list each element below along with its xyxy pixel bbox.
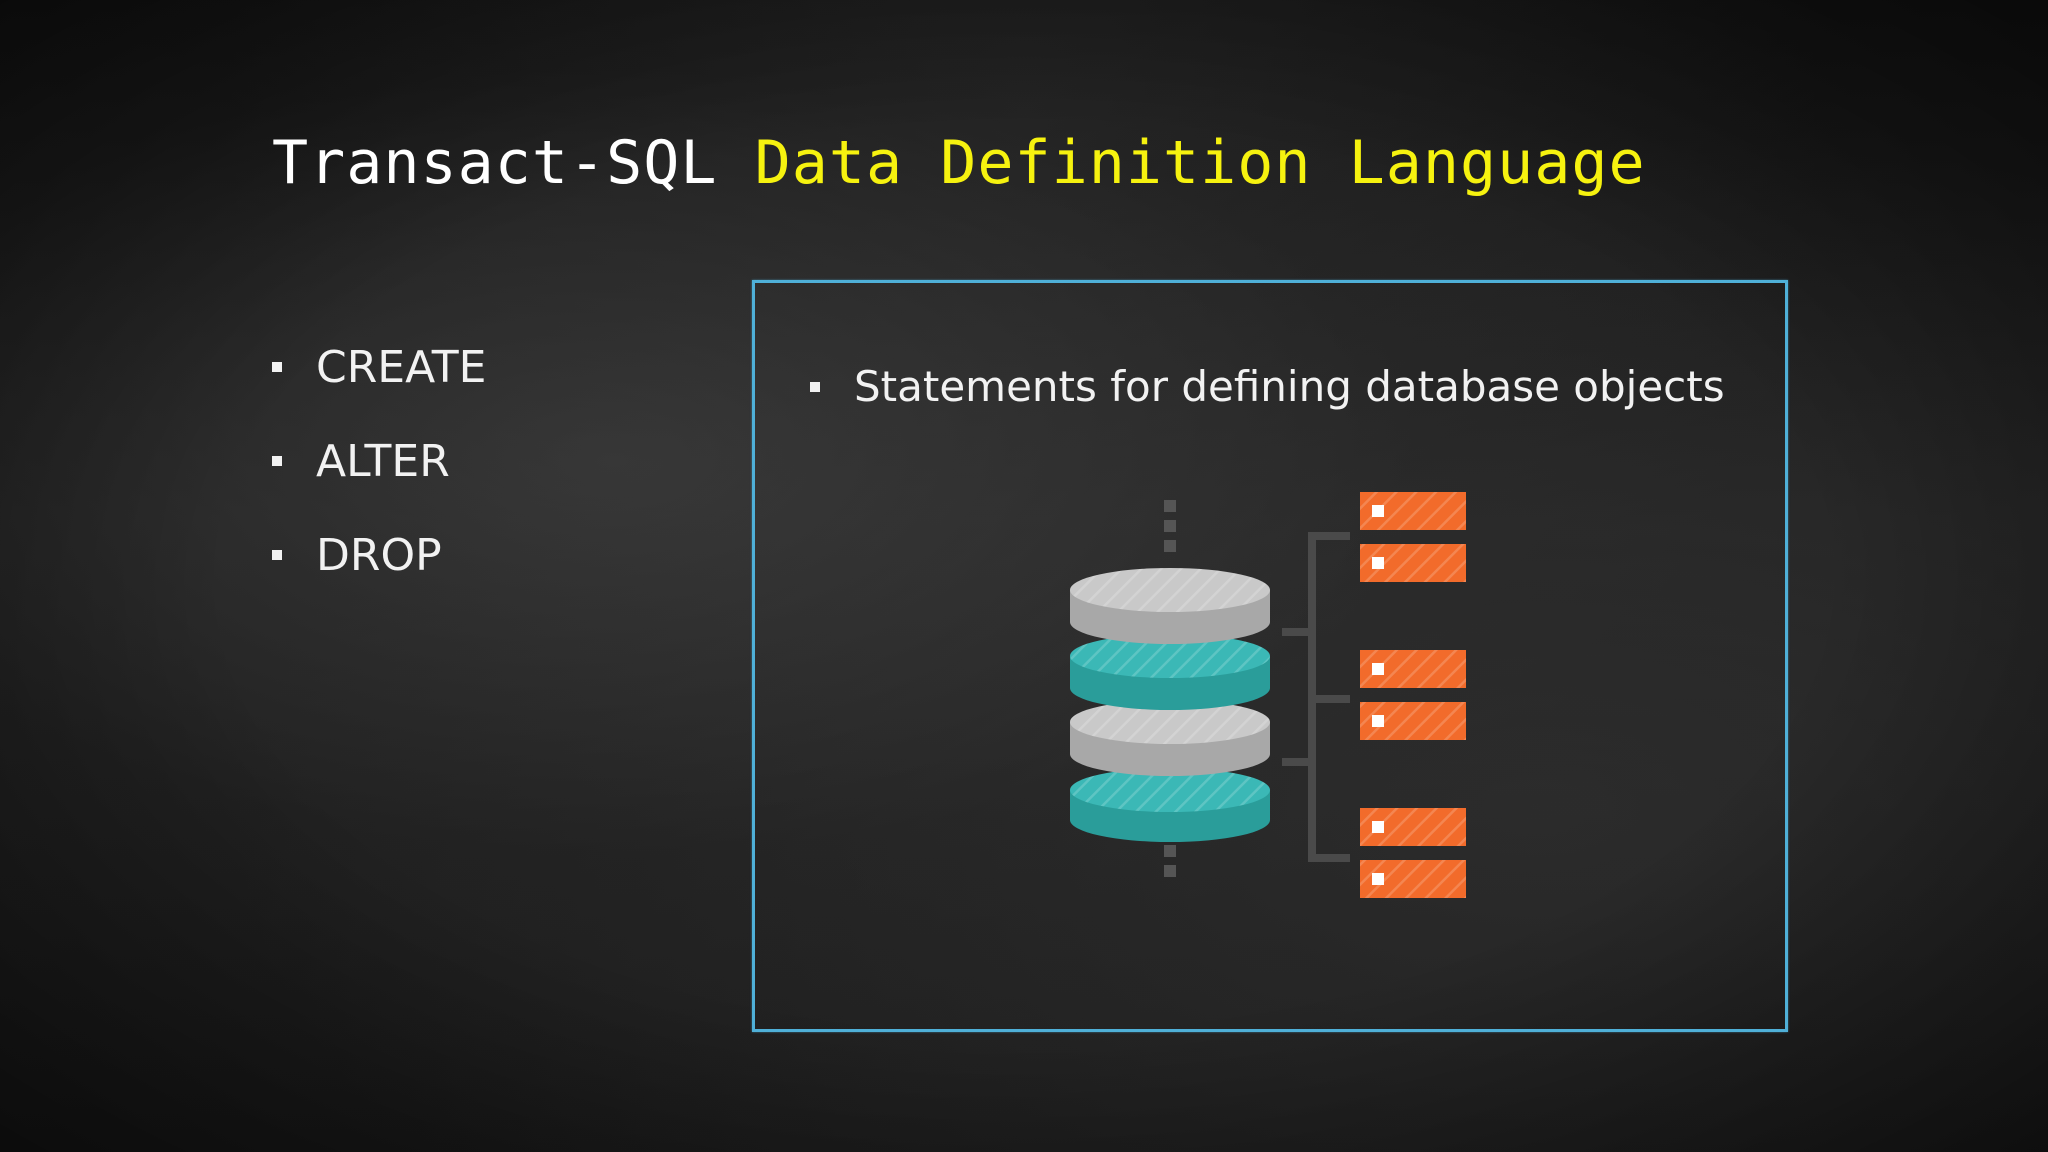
statement-list: CREATE ALTER DROP — [272, 320, 486, 602]
content-frame — [752, 280, 1788, 1032]
server-stack-2 — [1360, 650, 1466, 740]
list-item: ALTER — [272, 414, 486, 508]
bullet-icon — [272, 456, 282, 466]
server-stack-1 — [1360, 492, 1466, 582]
bullet-icon — [810, 381, 820, 392]
bullet-icon — [272, 362, 282, 372]
list-item: DROP — [272, 508, 486, 602]
bullet-icon — [272, 550, 282, 560]
frame-bullet: Statements for defining database objects — [810, 362, 1725, 411]
database-cylinder — [1070, 568, 1270, 842]
database-server-icon — [1070, 492, 1466, 898]
title-plain: Transact-SQL — [272, 128, 718, 198]
list-item-label: CREATE — [316, 341, 487, 393]
list-item: CREATE — [272, 320, 486, 414]
list-item-label: DROP — [316, 529, 442, 581]
title-accent: Data Definition Language — [754, 128, 1646, 198]
slide-title: Transact-SQL Data Definition Language — [272, 128, 1646, 198]
list-item-label: ALTER — [316, 435, 450, 487]
connector-bracket — [1282, 532, 1350, 862]
frame-bullet-text: Statements for defining database objects — [854, 362, 1725, 411]
server-stack-3 — [1360, 808, 1466, 898]
